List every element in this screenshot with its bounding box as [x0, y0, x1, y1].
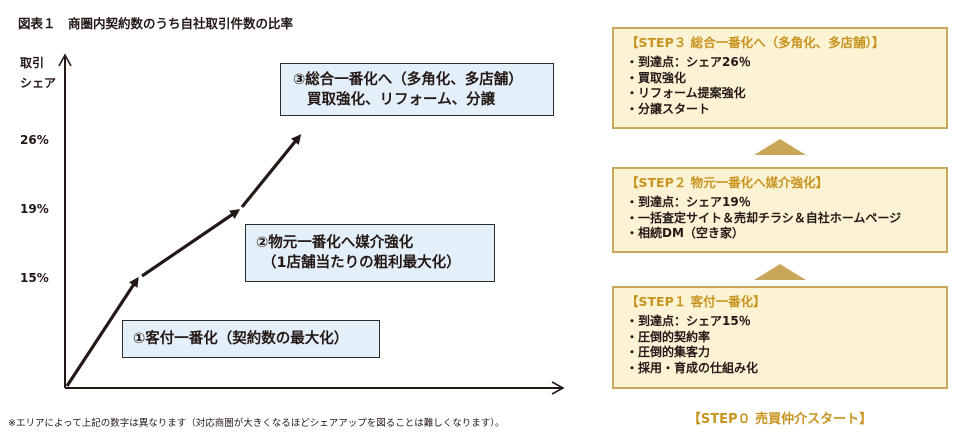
- growth-arrow-1: [65, 276, 139, 387]
- stage-2-box: ②物元一番化へ媒介強化 （1店舗当たりの粗利最大化）: [245, 224, 495, 282]
- step-3-item: ・分譲スタート: [626, 101, 711, 116]
- step-2-item: ・相続DM（空き家）: [626, 226, 744, 240]
- up-triangle-icon: [754, 139, 806, 155]
- stage-1-label: ①客付一番化（契約数の最大化）: [133, 331, 349, 347]
- y-axis-label: 取引 シェア: [20, 56, 57, 90]
- stage-1-box: ①客付一番化（契約数の最大化）: [122, 320, 380, 358]
- step-3-box: 【STEP３ 総合一番化へ（多角化、多店舗）】 ・到達点：シェア26％ ・買取強…: [612, 27, 948, 129]
- step-0-label: 【STEP０ 売買仲介スタート】: [687, 412, 873, 427]
- step-3-item: ・買取強化: [626, 70, 687, 85]
- step-1-item: ・到達点：シェア15％: [626, 314, 751, 328]
- step-2-item: ・一括査定サイト＆売却チラシ＆自社ホームページ: [626, 210, 902, 225]
- stage-2-label-line1: ②物元一番化へ媒介強化: [256, 235, 414, 251]
- step-0-container: 【STEP０ 売買仲介スタート】: [612, 408, 948, 427]
- stage-2-label-line2: （1店舗当たりの粗利最大化）: [262, 255, 461, 271]
- step-2-box: 【STEP２ 物元一番化へ媒介強化】 ・到達点：シェア19％ ・一括査定サイト＆…: [612, 167, 948, 253]
- step-1-item: ・圧倒的集客力: [626, 345, 711, 359]
- step-2-item: ・到達点：シェア19％: [626, 195, 751, 209]
- stage-3-label-line1: ③総合一番化へ（多角化、多店舗）: [293, 72, 523, 88]
- step-1-item: ・採用・育成の仕組み化: [626, 360, 759, 375]
- stage-3-box: ③総合一番化へ（多角化、多店舗） 買取強化、リフォーム、分譲: [280, 63, 554, 116]
- step-1-box: 【STEP１ 客付一番化】 ・到達点：シェア15％ ・圧倒的契約率 ・圧倒的集客…: [612, 286, 948, 389]
- stage-3-label-line2: 買取強化、リフォーム、分譲: [307, 92, 496, 108]
- step-1-item: ・圧倒的契約率: [626, 329, 711, 344]
- growth-arrow-3: [240, 134, 302, 209]
- y-tick-15: 15%: [20, 271, 49, 285]
- step-3-item: ・到達点：シェア26％: [626, 55, 751, 69]
- footnote: ※エリアによって上記の数字は異なります（対応商圏が大きくなるほどシェアアップを図…: [8, 418, 505, 429]
- growth-arrow-2: [141, 209, 241, 278]
- step-2-title: 【STEP２ 物元一番化へ媒介強化】: [626, 175, 829, 190]
- step-3-item: ・リフォーム提案強化: [626, 86, 746, 100]
- figure-title: 図表１ 商圏内契約数のうち自社取引件数の比率: [18, 16, 294, 31]
- chart-axes-and-arrows: [58, 53, 565, 395]
- y-tick-19: 19%: [20, 202, 49, 216]
- y-tick-26: 26%: [20, 133, 49, 147]
- step-1-title: 【STEP１ 客付一番化】: [626, 294, 766, 309]
- step-3-title: 【STEP３ 総合一番化へ（多角化、多店舗）】: [626, 35, 885, 50]
- up-triangle-icon: [754, 264, 806, 280]
